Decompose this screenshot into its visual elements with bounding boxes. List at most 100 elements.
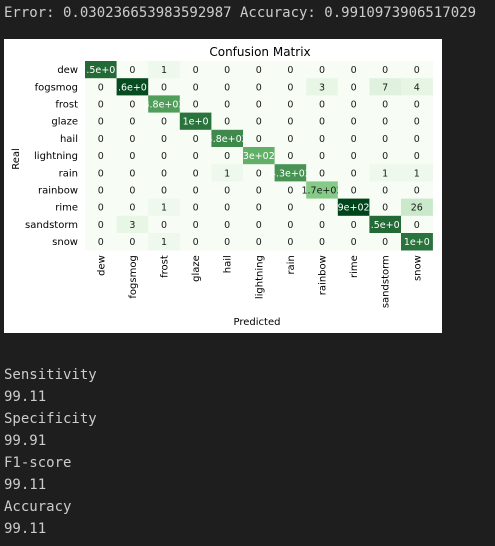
- heatmap-cell-lightning-sandstorm: [369, 147, 402, 165]
- heatmap-cell-lightning-rime: [337, 147, 370, 165]
- heatmap-cell-label: 0: [319, 134, 325, 145]
- heatmap-cell-rainbow-rainbow: [306, 181, 339, 199]
- heatmap-cell-label: 4.3e+02: [270, 168, 311, 179]
- heatmap-cell-label: 0: [382, 186, 388, 197]
- heatmap-cell-fogsmog-hail: [211, 78, 244, 96]
- heatmap-cell-rime-rainbow: [306, 198, 339, 217]
- heatmap-cell-rime-fogsmog: [116, 198, 149, 217]
- heatmap-cell-snow-rainbow: [306, 233, 339, 251]
- heatmap-cell-label: 0: [193, 151, 199, 162]
- heatmap-cell-glaze-sandstorm: [369, 112, 402, 131]
- heatmap-cell-label: 0: [161, 220, 167, 231]
- heatmap-cell-label: 0: [382, 203, 388, 214]
- heatmap-cell-label: 0: [351, 151, 357, 162]
- heatmap-cell-frost-rain: [274, 95, 307, 113]
- y-tick-label-lightning: lightning: [34, 151, 78, 162]
- heatmap-cell-fogsmog-lightning: [243, 78, 275, 96]
- heatmap-cell-label: 0: [256, 186, 262, 197]
- heatmap-cell-frost-glaze: [179, 95, 212, 113]
- heatmap-cell-label: 0: [98, 186, 104, 197]
- heatmap-cell-label: 0: [287, 65, 293, 76]
- heatmap-cell-label: 0: [351, 168, 357, 179]
- heatmap-cell-label: 0: [98, 134, 104, 145]
- heatmap-cell-label: 0: [193, 82, 199, 93]
- heatmap-cell-label: 0: [414, 151, 420, 162]
- heatmap-cell-label: 0: [193, 237, 199, 248]
- heatmap-cell-frost-rime: [337, 95, 370, 113]
- heatmap-cell-label: .5e+0: [371, 220, 400, 231]
- heatmap-cell-rime-snow: [401, 198, 433, 217]
- heatmap-cell-label: 0: [129, 168, 135, 179]
- heatmap-cell-dew-sandstorm: [369, 61, 402, 79]
- heatmap-cell-label: 0: [319, 220, 325, 231]
- heatmap-cell-frost-fogsmog: [116, 95, 149, 113]
- heatmap-cell-glaze-fogsmog: [116, 112, 149, 131]
- heatmap-cell-glaze-rain: [274, 112, 307, 131]
- heatmap-cell-label: 0: [161, 151, 167, 162]
- heatmap-cell-label: 0: [319, 151, 325, 162]
- heatmap-cell-lightning-dew: [85, 147, 117, 165]
- heatmap-cell-label: 0: [319, 100, 325, 111]
- heatmap-cell-label: 0: [351, 186, 357, 197]
- x-tick-label-frost: frost: [160, 255, 171, 278]
- heatmap-cell-label: 0: [224, 100, 230, 111]
- heatmap-cell-label: 0: [319, 237, 325, 248]
- heatmap-cell-label: 0: [161, 134, 167, 145]
- heatmap-cell-glaze-rainbow: [306, 112, 339, 131]
- heatmap-cell-label: 0: [287, 237, 293, 248]
- heatmap-cell-label: 0: [256, 65, 262, 76]
- heatmap-cell-glaze-hail: [211, 112, 244, 131]
- heatmap-cell-sandstorm-hail: [211, 215, 244, 234]
- heatmap-cell-label: 1e+0: [183, 117, 209, 128]
- heatmap-cell-rain-lightning: [243, 164, 275, 182]
- heatmap-cell-sandstorm-rainbow: [306, 215, 339, 234]
- heatmap-cell-label: 0: [193, 134, 199, 145]
- x-tick-label-rime: rime: [349, 255, 360, 278]
- heatmap-cell-label: 0: [382, 134, 388, 145]
- heatmap-cell-label: 1: [414, 168, 420, 179]
- heatmap-cell-label: .5e+0: [86, 65, 115, 76]
- heatmap-cell-sandstorm-rain: [274, 215, 307, 234]
- heatmap-cell-sandstorm-frost: [148, 215, 181, 234]
- heatmap-cell-rain-glaze: [179, 164, 212, 182]
- heatmap-cell-label: 0: [193, 203, 199, 214]
- heatmap-cell-label: 0: [98, 100, 104, 111]
- heatmap-cell-hail-rime: [337, 129, 370, 148]
- heatmap-cell-label: 0: [287, 100, 293, 111]
- heatmap-cell-label: 0: [256, 220, 262, 231]
- heatmap-cell-rain-snow: [401, 164, 433, 182]
- heatmap-cell-label: 0: [414, 117, 420, 128]
- heatmap-cell-label: 0: [224, 186, 230, 197]
- heatmap-cell-glaze-frost: [148, 112, 181, 131]
- heatmap-cell-lightning-glaze: [179, 147, 212, 165]
- heatmap-cell-label: 0: [351, 82, 357, 93]
- heatmap-cell-dew-snow: [401, 61, 433, 79]
- y-tick-labels: dewfogsmogfrostglazehaillightningrainrai…: [25, 65, 78, 248]
- heatmap-cell-label: 0: [256, 100, 262, 111]
- x-tick-label-rain: rain: [286, 255, 297, 274]
- metric-value-accuracy: 99.11: [4, 521, 47, 537]
- heatmap-cell-dew-frost: [148, 61, 181, 79]
- x-tick-label-snow: snow: [412, 255, 423, 281]
- heatmap-cell-label: 0: [98, 220, 104, 231]
- x-tick-label-rainbow: rainbow: [318, 255, 329, 295]
- heatmap-cell-label: 0: [224, 117, 230, 128]
- heatmap-cell-rainbow-sandstorm: [369, 181, 402, 199]
- heatmap-cell-label: .6e+0: [118, 82, 147, 93]
- heatmap-cell-label: 0: [382, 65, 388, 76]
- heatmap-cell-label: 0: [382, 100, 388, 111]
- y-tick-label-rainbow: rainbow: [38, 186, 78, 197]
- x-tick-label-lightning: lightning: [254, 255, 265, 299]
- metric-name-f1-score: F1-score: [4, 455, 72, 471]
- heatmap-cell-hail-frost: [148, 129, 181, 148]
- heatmap-cell-hail-hail: [211, 129, 244, 148]
- metric-value-f1-score: 99.11: [4, 477, 47, 493]
- heatmap-cell-frost-snow: [401, 95, 433, 113]
- heatmap-cell-glaze-lightning: [243, 112, 275, 131]
- heatmap-cell-hail-dew: [85, 129, 117, 148]
- heatmap-cell-frost-lightning: [243, 95, 275, 113]
- heatmap-cell-label: 0: [98, 237, 104, 248]
- heatmap-cell-label: 1: [161, 203, 167, 214]
- heatmap-cell-label: 3: [129, 220, 135, 231]
